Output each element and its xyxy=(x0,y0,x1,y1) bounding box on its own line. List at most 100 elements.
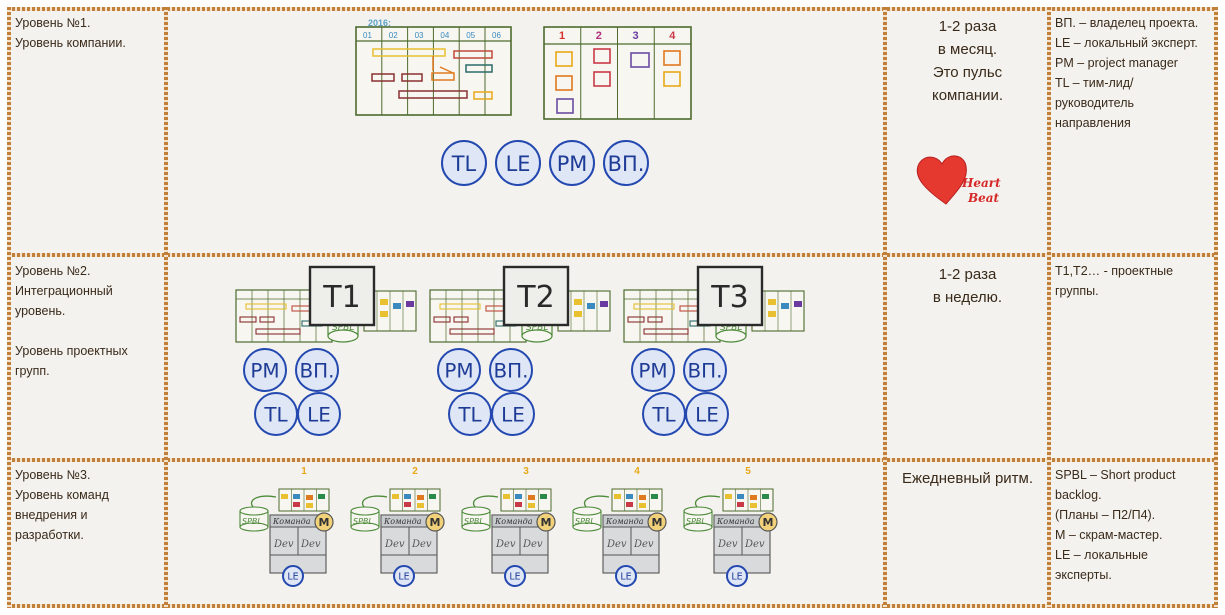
role-circle-label: TL xyxy=(263,403,287,427)
row3-legend-line: LE – локальные xyxy=(1055,548,1148,562)
role-circle-label: TL xyxy=(451,152,477,176)
backlog-label: SPBL xyxy=(575,517,595,526)
row2-frequency-cell: 1-2 раза в неделю. xyxy=(888,259,1047,457)
roadmap-year: 2016: xyxy=(368,18,391,28)
expert-circle-label: LE xyxy=(287,572,298,583)
team-name: Команда xyxy=(272,517,311,526)
team-label: T1 xyxy=(322,280,360,315)
team-name: Команда xyxy=(605,517,644,526)
expert-circle-label: LE xyxy=(509,572,520,583)
team-number: 4 xyxy=(634,466,640,477)
backlog-label: SPBL xyxy=(242,517,262,526)
row1-legend-line: руководитель xyxy=(1055,96,1135,110)
dev-member: Dev xyxy=(633,539,654,550)
kanban-column-label: 4 xyxy=(669,30,676,42)
expert-circle: LE xyxy=(282,565,304,587)
scrum-master: M xyxy=(652,516,663,529)
row1-legend-line: LE – локальный эксперт. xyxy=(1055,36,1198,50)
role-circle: PM xyxy=(631,348,675,392)
role-circle-label: LE xyxy=(695,403,719,427)
dev-member: Dev xyxy=(411,539,432,550)
dev-member: Dev xyxy=(300,539,321,550)
expert-circle: LE xyxy=(393,565,415,587)
kanban-column-label: 2 xyxy=(596,30,602,42)
row2-frequency-line: в неделю. xyxy=(932,289,1003,306)
backlog-label: SPBL xyxy=(686,517,706,526)
row1-frequency-line: в месяц. xyxy=(937,41,998,58)
row1-frequency-line: 1-2 раза xyxy=(938,18,997,35)
row1-level-line: Уровень №1. xyxy=(15,16,91,30)
row3-level-line: Уровень №3. xyxy=(15,468,91,482)
team-name: Команда xyxy=(494,517,533,526)
backlog-label: SPBL xyxy=(720,323,742,333)
dev-member: Dev xyxy=(384,539,405,550)
row3-level-line: разработки. xyxy=(15,528,84,542)
role-circle: LE xyxy=(491,392,535,436)
roadmap-month-label: 02 xyxy=(389,31,398,40)
backlog-label: SPBL xyxy=(526,323,548,333)
role-circle: TL xyxy=(448,392,492,436)
role-circle: LE xyxy=(495,140,541,186)
row3-legend-line: backlog. xyxy=(1055,488,1102,502)
row2-level-line: Уровень №2. xyxy=(15,264,91,278)
row3-frequency-line: Ежедневный ритм. xyxy=(901,470,1034,487)
scrum-master: M xyxy=(763,516,774,529)
row3-legend-line: M – скрам-мастер. xyxy=(1055,528,1163,542)
row2-level-line: Уровень проектных xyxy=(15,344,128,358)
role-circle: ВП. xyxy=(295,348,339,392)
dev-member: Dev xyxy=(744,539,765,550)
expert-circle: LE xyxy=(504,565,526,587)
row1-level-cell: Уровень №1. Уровень компании. xyxy=(11,11,163,251)
row3-legend-line: эксперты. xyxy=(1055,568,1112,582)
roadmap-month-label: 06 xyxy=(492,31,501,40)
role-circle-label: ВП. xyxy=(608,152,645,176)
expert-circle: LE xyxy=(726,565,748,587)
row1-frequency-line: Это пульс xyxy=(932,64,1003,81)
team-number: 1 xyxy=(301,466,307,477)
role-circle: TL xyxy=(441,140,487,186)
role-circle: TL xyxy=(254,392,298,436)
row2-level-line: групп. xyxy=(15,364,50,378)
role-circle-label: TL xyxy=(651,403,675,427)
expert-circle-label: LE xyxy=(731,572,742,583)
row1-legend-line: PM – project manager xyxy=(1055,56,1178,70)
role-circle: LE xyxy=(297,392,341,436)
roadmap-month-label: 01 xyxy=(363,31,372,40)
dev-member: Dev xyxy=(273,539,294,550)
row2-frequency-line: 1-2 раза xyxy=(938,266,997,283)
role-circle-label: PM xyxy=(557,152,588,176)
row1-legend-line: ВП. – владелец проекта. xyxy=(1055,16,1199,30)
role-circle: PM xyxy=(243,348,287,392)
role-circle-label: PM xyxy=(444,359,473,383)
scrum-master: M xyxy=(319,516,330,529)
row2-level-line: Интеграционный xyxy=(15,284,113,298)
roadmap-month-label: 04 xyxy=(440,31,449,40)
row1-legend-line: направления xyxy=(1055,116,1131,130)
role-circle-label: PM xyxy=(250,359,279,383)
role-circle-label: LE xyxy=(506,152,531,176)
role-circle: LE xyxy=(685,392,729,436)
dev-member: Dev xyxy=(495,539,516,550)
row1-level-line: Уровень компании. xyxy=(15,36,126,50)
role-circle-label: ВП. xyxy=(493,359,528,383)
team-name: Команда xyxy=(383,517,422,526)
role-circle-label: ВП. xyxy=(299,359,334,383)
row3-level-line: Уровень команд xyxy=(15,488,109,502)
dev-member: Dev xyxy=(522,539,543,550)
backlog-label: SPBL xyxy=(464,517,484,526)
role-circle: ВП. xyxy=(683,348,727,392)
role-circle: TL xyxy=(642,392,686,436)
team-number: 2 xyxy=(412,466,418,477)
